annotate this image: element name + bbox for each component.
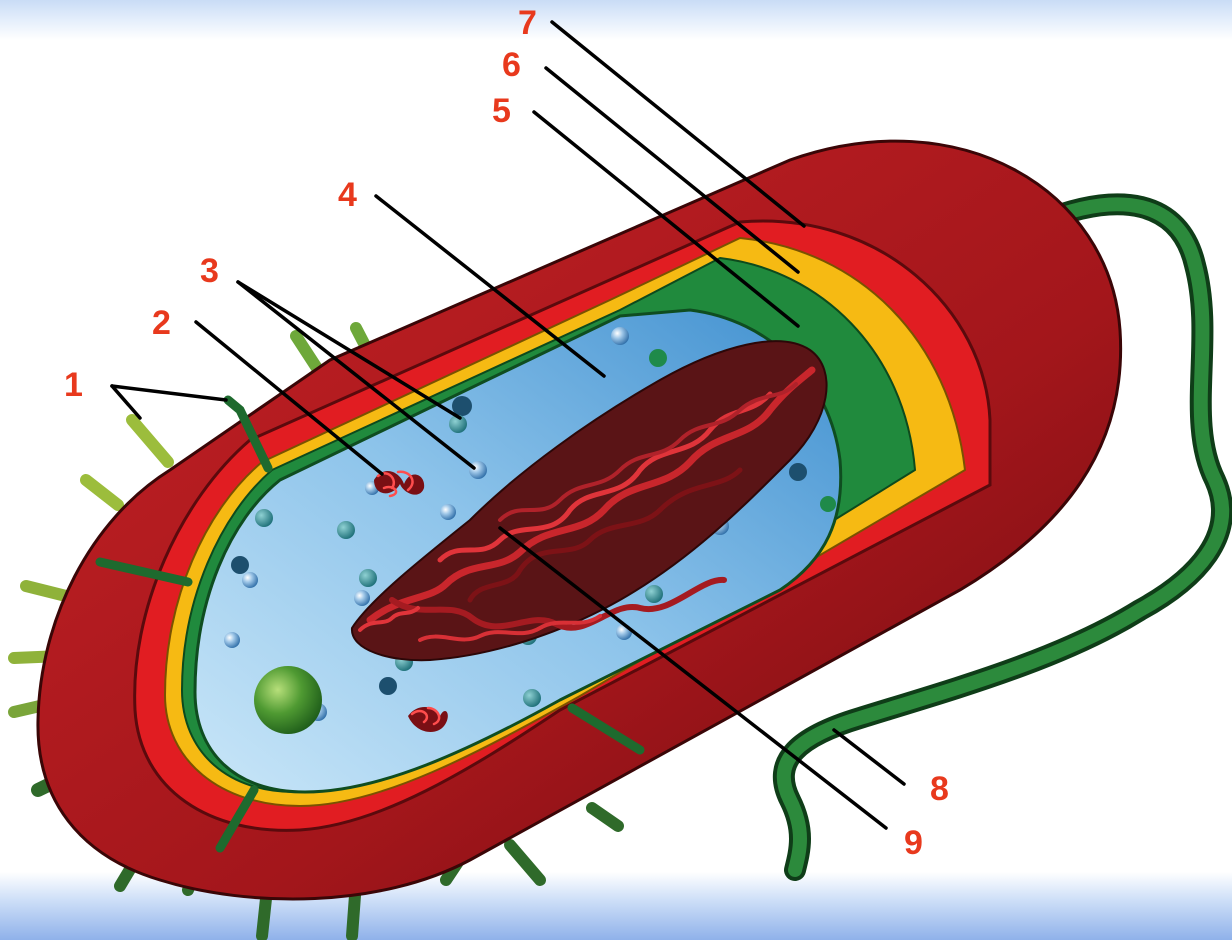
label-8: 8 bbox=[930, 770, 949, 808]
label-2: 2 bbox=[152, 304, 171, 342]
granule-icon bbox=[254, 666, 322, 734]
label-7: 7 bbox=[518, 4, 537, 42]
leader-line-1a bbox=[112, 386, 226, 400]
label-3: 3 bbox=[200, 252, 219, 290]
label-1: 1 bbox=[64, 366, 83, 404]
leader-line-1b bbox=[112, 386, 140, 418]
label-5: 5 bbox=[492, 92, 511, 130]
label-9: 9 bbox=[904, 824, 923, 862]
leader-line-8 bbox=[834, 730, 904, 784]
label-6: 6 bbox=[502, 46, 521, 84]
leader-line-7 bbox=[552, 22, 804, 226]
label-4: 4 bbox=[338, 176, 357, 214]
